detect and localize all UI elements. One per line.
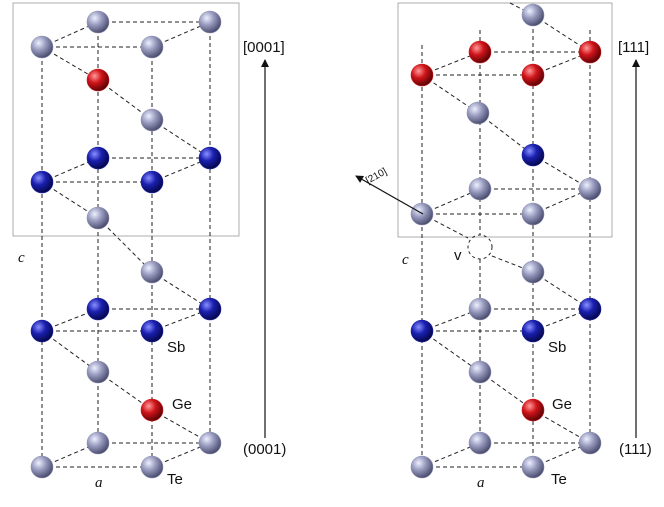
bond-line bbox=[41, 330, 99, 373]
sb-atom bbox=[198, 297, 222, 321]
side-direction-arrow bbox=[355, 175, 424, 215]
ge-atom bbox=[410, 63, 434, 87]
right-top-direction-label: [111] bbox=[618, 39, 649, 56]
te-atom bbox=[198, 10, 222, 34]
right-a-axis-label: a bbox=[477, 475, 485, 491]
te-atom bbox=[521, 202, 545, 226]
left-top-direction-label: [0001] bbox=[243, 39, 285, 56]
te-atom bbox=[140, 455, 164, 479]
left-unit-cell-frame bbox=[12, 2, 240, 237]
te-atom bbox=[578, 177, 602, 201]
te-atom bbox=[468, 360, 492, 384]
ge-atom bbox=[521, 398, 545, 422]
te-atom bbox=[140, 260, 164, 284]
left-bottom-plane-label: (0001) bbox=[243, 441, 286, 458]
te-atom bbox=[86, 206, 110, 230]
te-atom bbox=[410, 455, 434, 479]
right-ge-label: Ge bbox=[552, 396, 572, 413]
te-atom bbox=[578, 431, 602, 455]
ge-atom bbox=[521, 63, 545, 87]
te-atom bbox=[521, 260, 545, 284]
side-direction-label: [210] bbox=[364, 166, 389, 187]
ge-atom bbox=[578, 40, 602, 64]
ge-atom bbox=[140, 398, 164, 422]
sb-atom bbox=[198, 146, 222, 170]
te-atom bbox=[521, 3, 545, 27]
te-atom bbox=[86, 431, 110, 455]
right-sb-label: Sb bbox=[548, 339, 566, 356]
te-atom bbox=[86, 360, 110, 384]
sb-atom bbox=[86, 146, 110, 170]
right-bottom-plane-label: (111) bbox=[619, 441, 652, 458]
bond-line bbox=[532, 271, 591, 310]
bond-line bbox=[151, 271, 211, 310]
bond-line bbox=[477, 112, 534, 156]
left-sb-label: Sb bbox=[167, 339, 185, 356]
te-atom bbox=[30, 35, 54, 59]
te-atom bbox=[30, 455, 54, 479]
te-atom bbox=[468, 297, 492, 321]
sb-atom bbox=[140, 170, 164, 194]
te-atom bbox=[140, 108, 164, 132]
te-atom bbox=[521, 455, 545, 479]
vacancy-site bbox=[467, 234, 493, 260]
sb-atom bbox=[30, 319, 54, 343]
te-atom bbox=[140, 35, 164, 59]
left-c-axis-label: c bbox=[18, 250, 25, 266]
sb-atom bbox=[521, 319, 545, 343]
bond-line bbox=[151, 119, 211, 159]
vacancy-label: v bbox=[454, 247, 462, 264]
te-atom bbox=[466, 101, 490, 125]
sb-atom bbox=[30, 170, 54, 194]
left-te-label: Te bbox=[167, 471, 183, 488]
te-atom bbox=[198, 431, 222, 455]
ge-atom bbox=[468, 40, 492, 64]
sb-atom bbox=[86, 297, 110, 321]
sb-atom bbox=[578, 297, 602, 321]
left-a-axis-label: a bbox=[95, 475, 103, 491]
right-atoms bbox=[410, 3, 602, 479]
right-te-label: Te bbox=[551, 471, 567, 488]
left-atoms bbox=[30, 10, 222, 479]
ge-atom bbox=[86, 68, 110, 92]
bond-line bbox=[97, 217, 153, 273]
te-atom bbox=[86, 10, 110, 34]
sb-atom bbox=[521, 143, 545, 167]
te-atom bbox=[468, 431, 492, 455]
left-ge-label: Ge bbox=[172, 396, 192, 413]
bond-line bbox=[421, 330, 481, 373]
sb-atom bbox=[410, 319, 434, 343]
sb-atom bbox=[140, 319, 164, 343]
te-atom bbox=[468, 177, 492, 201]
right-unit-cell-frame bbox=[397, 2, 613, 238]
bond-line bbox=[532, 14, 591, 53]
right-c-axis-label: c bbox=[402, 252, 409, 268]
